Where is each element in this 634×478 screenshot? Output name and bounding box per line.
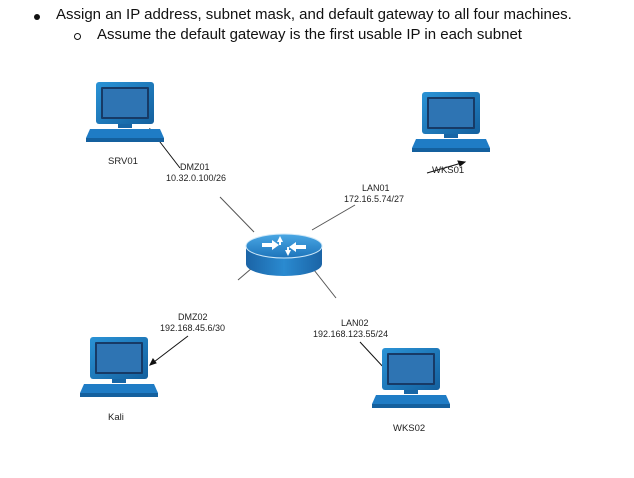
computer-icon-srv01 xyxy=(86,82,164,142)
link-name-lan02: LAN02 xyxy=(341,318,369,328)
host-label-srv01: SRV01 xyxy=(108,156,138,167)
instruction-bullet-1: Assign an IP address, subnet mask, and d… xyxy=(56,6,572,23)
link-ip-dmz01: 10.32.0.100/26 xyxy=(166,173,226,183)
computer-icon-kali xyxy=(80,337,158,397)
host-label-wks01: WKS01 xyxy=(432,165,464,176)
link-lines xyxy=(219,196,356,299)
link-ip-lan02: 192.168.123.55/24 xyxy=(313,329,388,339)
link-line-lan02 xyxy=(313,269,337,299)
link-name-lan01: LAN01 xyxy=(362,183,390,193)
arrow-kali xyxy=(149,335,189,366)
bullet-circle xyxy=(74,33,81,40)
instruction-bullet-2: Assume the default gateway is the first … xyxy=(97,26,522,43)
arrow-head-wks01 xyxy=(457,160,467,167)
computer-icon-wks01 xyxy=(412,92,490,152)
router-icon xyxy=(245,233,323,276)
link-name-dmz02: DMZ02 xyxy=(178,312,208,322)
host-label-kali: Kali xyxy=(108,412,124,423)
link-line-lan01 xyxy=(311,204,356,231)
bullet-dot xyxy=(34,14,40,20)
link-name-dmz01: DMZ01 xyxy=(180,162,210,172)
link-line-dmz02 xyxy=(237,267,253,281)
link-ip-lan01: 172.16.5.74/27 xyxy=(344,194,404,204)
arrow-head-kali xyxy=(149,358,157,366)
link-ip-dmz02: 192.168.45.6/30 xyxy=(160,323,225,333)
computer-icon-wks02 xyxy=(372,348,450,408)
host-label-wks02: WKS02 xyxy=(393,423,425,434)
link-line-dmz01 xyxy=(219,196,255,233)
